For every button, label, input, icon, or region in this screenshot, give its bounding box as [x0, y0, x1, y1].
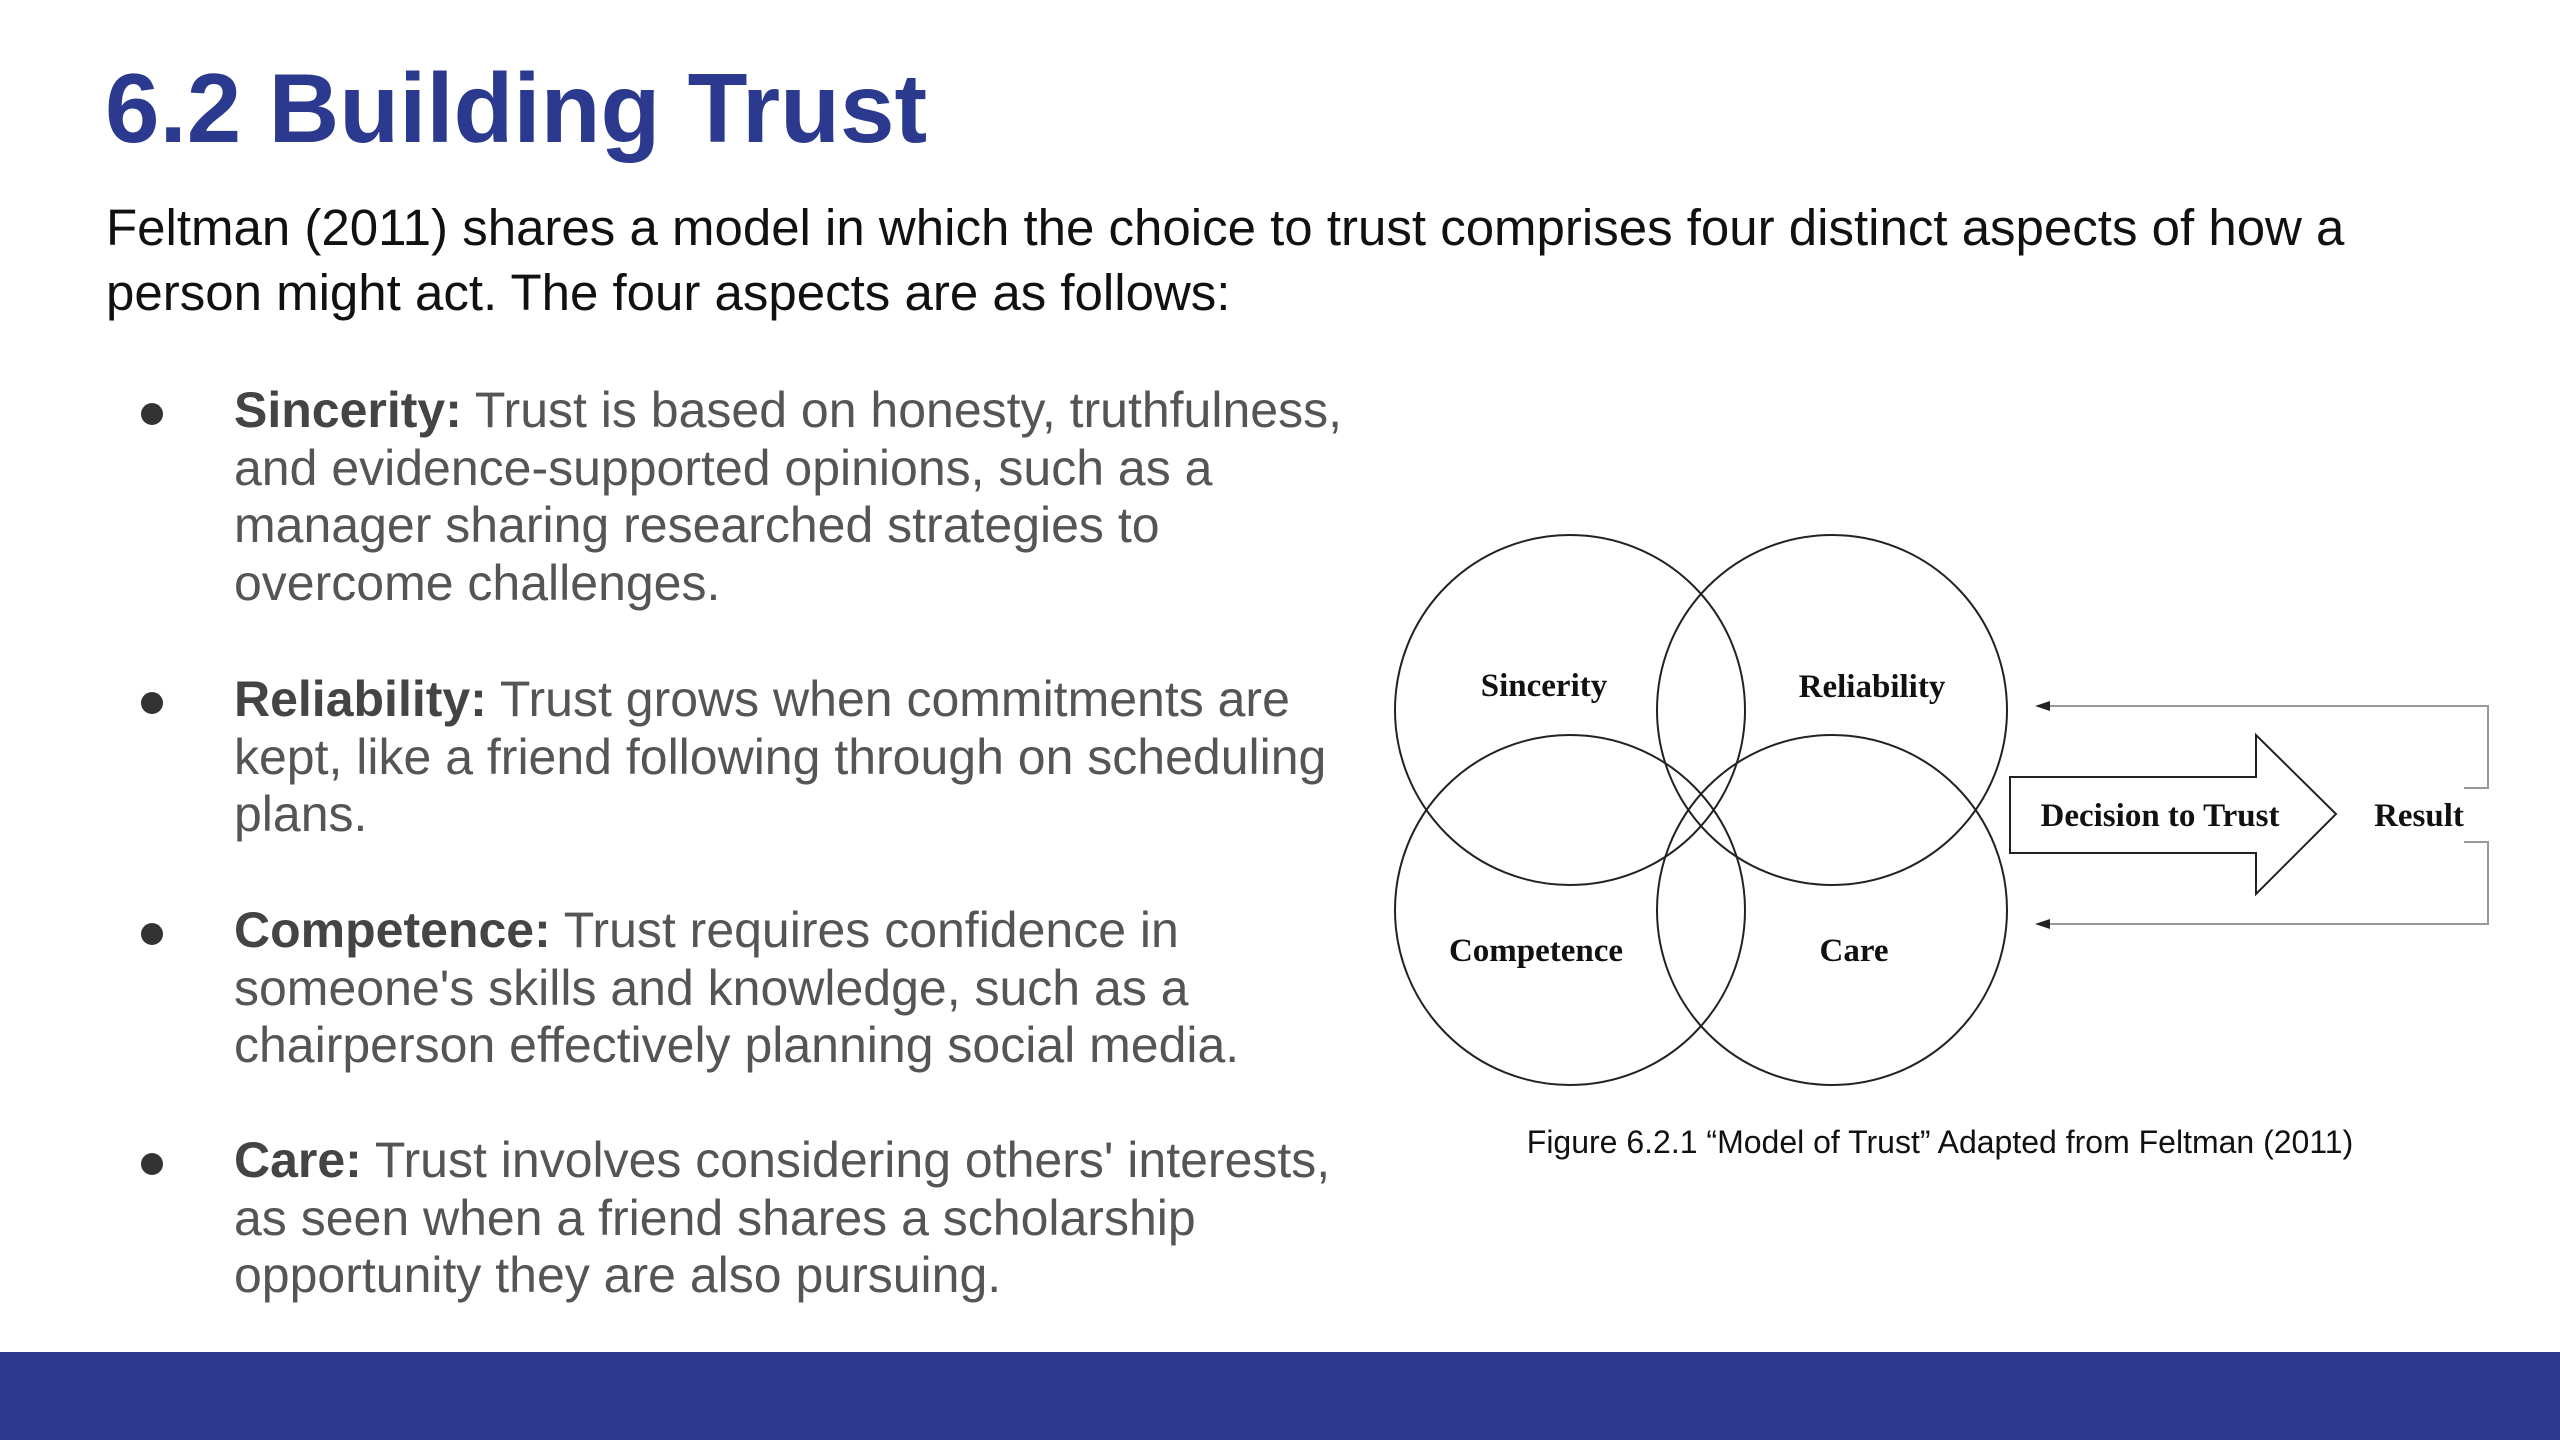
footer-bar — [0, 1352, 2560, 1440]
feedback-line-bottom — [2040, 841, 2489, 925]
bullet-description: Trust is based on honesty, truthfulness,… — [234, 382, 1342, 611]
bullet-term: Sincerity: — [234, 382, 462, 438]
bullet-text: Sincerity: Trust is based on honesty, tr… — [234, 382, 1384, 612]
bullet-term: Reliability: — [234, 671, 487, 727]
slide-title: 6.2 Building Trust — [105, 53, 928, 163]
sincerity-label: Sincerity — [1481, 668, 1608, 704]
model-of-trust-diagram: Sincerity Reliability Competence Care De… — [1394, 534, 2489, 1086]
feedback-arrowhead-top — [2035, 701, 2050, 711]
trust-aspects-list: Sincerity: Trust is based on honesty, tr… — [141, 382, 1384, 1305]
bullet-description: Trust involves considering others' inter… — [234, 1132, 1331, 1303]
care-circle — [1656, 734, 2008, 1086]
intro-paragraph: Feltman (2011) shares a model in which t… — [106, 199, 2345, 321]
feedback-line-top — [2040, 705, 2489, 789]
reliability-circle — [1656, 534, 2008, 886]
decision-arrow — [2009, 732, 2338, 897]
bullet-dot — [141, 1153, 163, 1175]
sincerity-circle — [1394, 534, 1746, 886]
bullet-description: Trust requires confidence in someone's s… — [234, 902, 1240, 1073]
bullet-description: Trust grows when commitments are kept, l… — [234, 671, 1327, 842]
bullet-dot — [141, 692, 163, 714]
result-label: Result — [2374, 798, 2464, 834]
competence-circle — [1394, 734, 1746, 1086]
bullet-term: Competence: — [234, 902, 551, 958]
bullet-text: Competence: Trust requires confidence in… — [234, 902, 1384, 1075]
decision-to-trust-label: Decision to Trust — [2041, 798, 2280, 834]
bullet-text: Reliability: Trust grows when commitment… — [234, 671, 1384, 844]
bullet-dot — [141, 923, 163, 945]
bullet-dot — [141, 403, 163, 425]
bullet-text: Care: Trust involves considering others'… — [234, 1132, 1384, 1305]
feedback-arrowhead-bottom — [2035, 919, 2050, 929]
care-label: Care — [1819, 933, 1888, 969]
reliability-label: Reliability — [1799, 669, 1946, 705]
bullet-term: Care: — [234, 1132, 362, 1188]
figure-caption: Figure 6.2.1 “Model of Trust” Adapted fr… — [1526, 1124, 2354, 1160]
competence-label: Competence — [1449, 933, 1623, 969]
